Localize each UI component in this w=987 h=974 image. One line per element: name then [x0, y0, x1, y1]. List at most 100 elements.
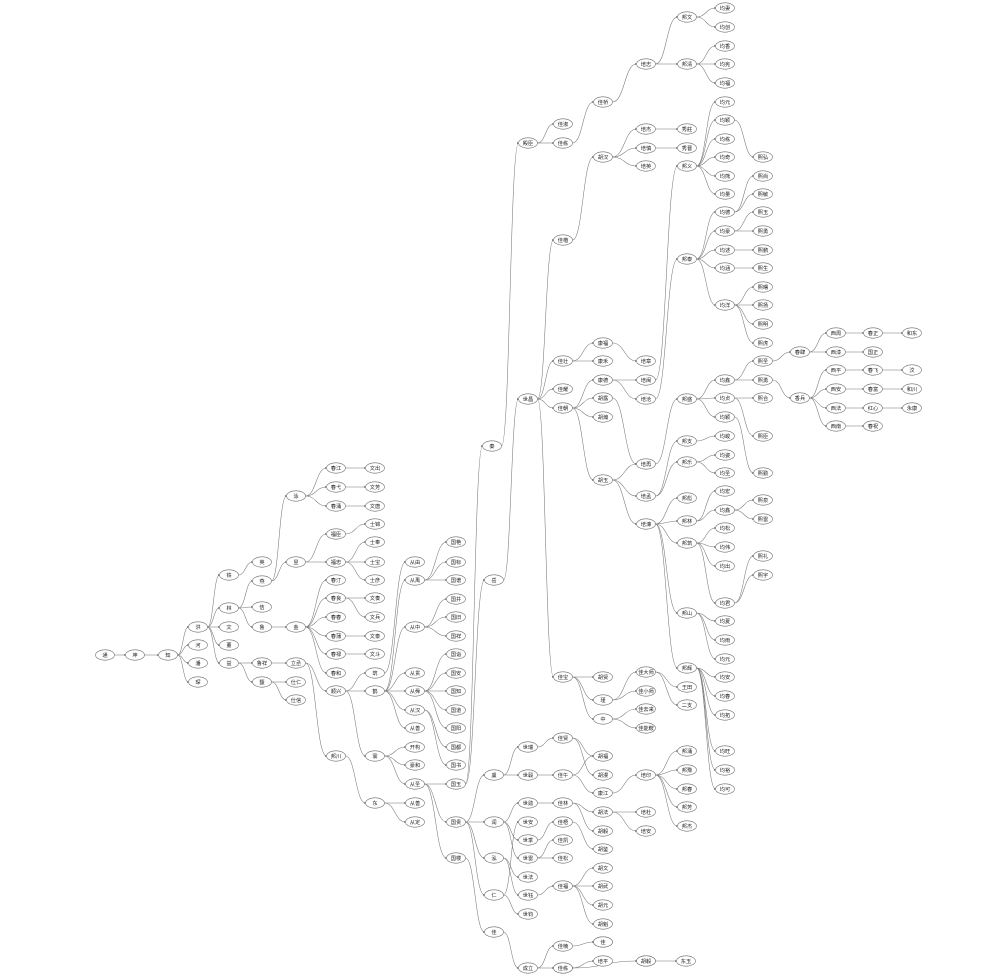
- node-label: 香兵: [795, 394, 805, 402]
- node-label: 和东: [907, 329, 917, 337]
- node-label: 均旺: [720, 747, 730, 755]
- tree-node: 佳松: [553, 852, 573, 864]
- node-shape: [286, 621, 306, 633]
- node-label: 西法: [831, 404, 841, 412]
- tree-edge: [424, 709, 447, 748]
- tree-edge: [207, 607, 220, 628]
- node-label: 福臣: [331, 530, 341, 538]
- tree-node: 培沧: [636, 393, 656, 405]
- tree-edge: [572, 774, 594, 794]
- node-shape: [405, 667, 425, 679]
- tree-edge: [696, 398, 716, 418]
- tree-edge: [572, 407, 594, 481]
- node-label: 仕信: [291, 696, 301, 704]
- tree-node: 邦清: [677, 58, 697, 70]
- tree-edge: [734, 286, 754, 306]
- tree-node: 国旧: [446, 611, 466, 623]
- tree-node: 胡武: [593, 880, 613, 892]
- tree-edge: [503, 857, 519, 896]
- node-label: 仕仁: [291, 678, 301, 686]
- node-shape: [593, 355, 613, 367]
- node-shape: [326, 667, 346, 679]
- node-label: 熙明: [758, 321, 768, 328]
- node-shape: [676, 955, 696, 967]
- tree-edge: [572, 156, 594, 241]
- tree-edge: [503, 894, 519, 915]
- tree-edge: [612, 671, 637, 701]
- node-label: 邦泰: [682, 255, 693, 263]
- tree-edge: [696, 542, 716, 548]
- tree-node: 均伟: [715, 541, 735, 553]
- node-shape: [188, 639, 208, 651]
- tree-edge: [537, 123, 554, 144]
- tree-node: 胡贤: [593, 671, 613, 683]
- node-shape: [553, 940, 573, 952]
- node-shape: [518, 852, 538, 864]
- node-label: 均拓: [720, 711, 730, 719]
- tree-node: 世勋: [518, 797, 538, 809]
- node-label: 从舜: [410, 687, 420, 695]
- node-label: 寰: [372, 752, 377, 760]
- node-label: 春富: [868, 385, 878, 393]
- node-label: 熙曙: [758, 284, 768, 291]
- node-shape: [753, 337, 773, 349]
- node-shape: [677, 681, 697, 693]
- node-label: 佳栋: [558, 139, 568, 147]
- node-label: 均伟: [720, 543, 730, 551]
- tree-node: 培平: [593, 955, 613, 967]
- tree-edge: [465, 774, 485, 823]
- tree-node: 胡法: [593, 806, 613, 818]
- node-label: 春江: [331, 464, 341, 472]
- node-label: 士宝: [370, 558, 380, 566]
- tree-node: 春富: [863, 383, 883, 395]
- node-label: 胡武: [598, 882, 608, 890]
- node-shape: [636, 518, 656, 530]
- node-shape: [553, 383, 573, 395]
- tree-node: 国诣: [446, 648, 466, 660]
- node-label: 熙宇: [758, 571, 768, 579]
- tree-node: 佳朝: [553, 402, 573, 414]
- node-label: 春汀: [331, 576, 341, 584]
- node-shape: [677, 764, 697, 776]
- tree-edge: [271, 495, 287, 582]
- node-label: 春弋: [331, 483, 341, 491]
- node-label: 均鑫: [720, 376, 730, 384]
- node-label: 培杰: [641, 125, 651, 133]
- node-shape: [593, 880, 613, 892]
- tree-node: 河: [188, 639, 208, 651]
- node-shape: [753, 494, 773, 506]
- node-label: 佳福: [558, 882, 568, 890]
- tree-node: 胡元: [593, 899, 613, 911]
- tree-node: 胡瀚: [593, 411, 613, 423]
- node-label: 二支: [682, 701, 692, 709]
- node-label: 熙勇: [758, 227, 768, 235]
- tree-edge: [696, 667, 716, 771]
- node-label: 春禄: [331, 650, 342, 658]
- node-shape: [125, 649, 145, 661]
- tree-edge: [305, 662, 327, 692]
- node-shape: [863, 364, 883, 376]
- node-shape: [902, 327, 922, 339]
- tree-edge: [345, 541, 366, 563]
- tree-node: 和川: [902, 383, 922, 395]
- node-label: 铁: [226, 571, 231, 579]
- node-label: 鹤: [372, 687, 377, 695]
- node-shape: [715, 374, 735, 386]
- node-label: 佳梧: [558, 818, 568, 826]
- node-shape: [553, 732, 573, 744]
- tree-edge: [696, 527, 716, 544]
- tree-edge: [809, 397, 827, 427]
- node-shape: [593, 337, 613, 349]
- node-shape: [636, 955, 656, 967]
- node-label: 国书: [451, 761, 461, 769]
- node-shape: [636, 58, 656, 70]
- tree-node: 邦杰: [677, 820, 697, 832]
- tree-node: 秀晋: [677, 142, 697, 154]
- tree-node: 红心: [863, 402, 883, 414]
- tree-edge: [612, 690, 637, 701]
- node-label: 邦清: [682, 60, 692, 68]
- tree-node: 琛: [188, 676, 208, 688]
- tree-node: 邦支: [677, 435, 697, 447]
- node-label: 国道: [451, 706, 461, 714]
- node-label: 胡文: [598, 864, 609, 872]
